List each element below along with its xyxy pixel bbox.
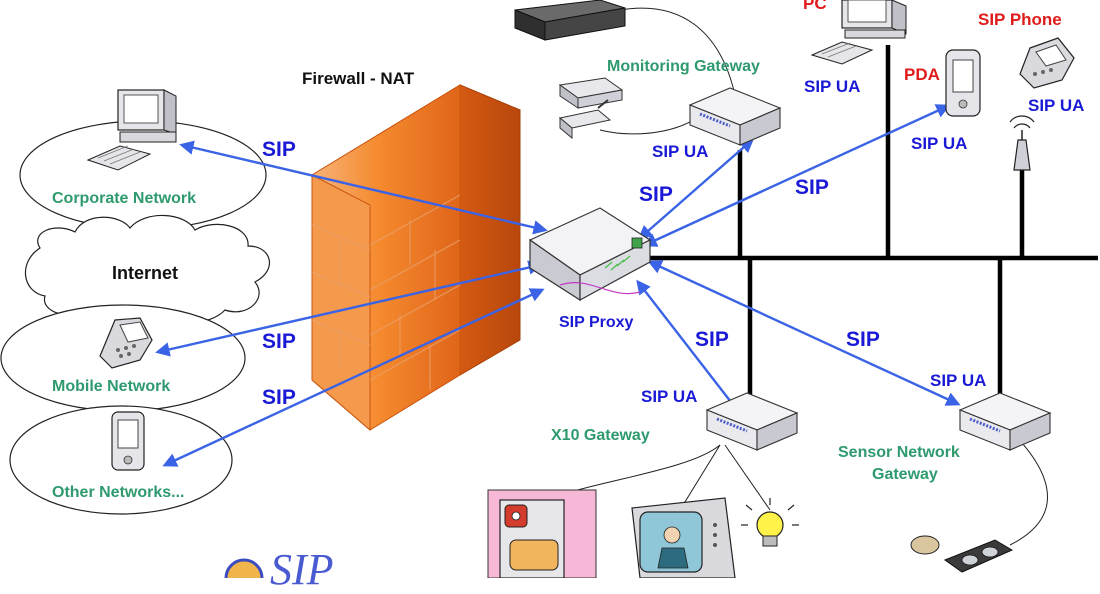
sip-monitoring-label: SIP: [639, 183, 673, 206]
wireless-access-point-icon: [1009, 115, 1035, 171]
sip-phone-label: SIP Phone: [978, 10, 1062, 29]
sip-phone-sip-ua-label: SIP UA: [1028, 96, 1085, 115]
sip-pda-label: SIP: [795, 176, 829, 199]
sip-other-label: SIP: [262, 386, 296, 409]
monitoring-sip-ua-label: SIP UA: [652, 142, 709, 161]
security-camera-icon: [558, 77, 624, 140]
sip-proxy-device: [528, 207, 652, 302]
corporate-pc-icon: [86, 89, 177, 171]
sensor-gateway-device: [958, 392, 1052, 451]
sip-logo: [224, 558, 264, 578]
sip-mobile-label: SIP: [262, 330, 296, 353]
other-networks-label: Other Networks...: [52, 484, 185, 501]
sip-logo-text: SIP: [270, 545, 334, 594]
diagram-canvas: [0, 0, 1098, 578]
card-reader-icon: [514, 0, 626, 41]
mobile-network-label: Mobile Network: [52, 378, 171, 395]
corporate-network-label: Corporate Network: [52, 190, 197, 207]
pda-sip-ua-label: SIP UA: [911, 134, 968, 153]
television-icon: [631, 497, 736, 578]
sensor-gateway-label-line1: Sensor Network: [838, 444, 960, 461]
sip-link-pda: [642, 104, 951, 247]
pda-label: PDA: [904, 65, 940, 84]
sip-proxy-label: SIP Proxy: [559, 314, 634, 331]
monitoring-gateway-label: Monitoring Gateway: [607, 58, 760, 75]
sip-corporate-label: SIP: [262, 138, 296, 161]
sip-link-other: [162, 288, 545, 467]
pc-label: PC: [803, 0, 827, 13]
pc-icon: [810, 0, 907, 65]
sip-link-sensor: [647, 260, 961, 406]
other-pda-icon: [111, 411, 145, 471]
pc-sip-ua-label: SIP UA: [804, 77, 861, 96]
x10-gateway-label: X10 Gateway: [551, 427, 650, 444]
light-bulb-icon: [741, 498, 799, 547]
sensor-device-icon: [910, 535, 1014, 573]
firewall-label: Firewall - NAT: [302, 69, 415, 88]
sip-link-corporate: [179, 140, 548, 235]
sip-x10-label: SIP: [695, 328, 729, 351]
sensor-sip-ua-label: SIP UA: [930, 371, 987, 390]
sensor-gateway-label-line2: Gateway: [872, 466, 938, 483]
sip-phone-icon: [1019, 37, 1075, 89]
monitoring-gateway-device: [688, 87, 782, 146]
pda-icon: [945, 49, 981, 117]
sip-sensor-label: SIP: [846, 328, 880, 351]
firewall-icon: [310, 84, 522, 432]
x10-gateway-device: [705, 392, 799, 451]
internet-label: Internet: [112, 263, 179, 283]
sip-links: [155, 104, 961, 467]
mobile-phone-icon: [99, 317, 153, 369]
coffee-maker-icon: [487, 489, 597, 578]
x10-sip-ua-label: SIP UA: [641, 387, 698, 406]
